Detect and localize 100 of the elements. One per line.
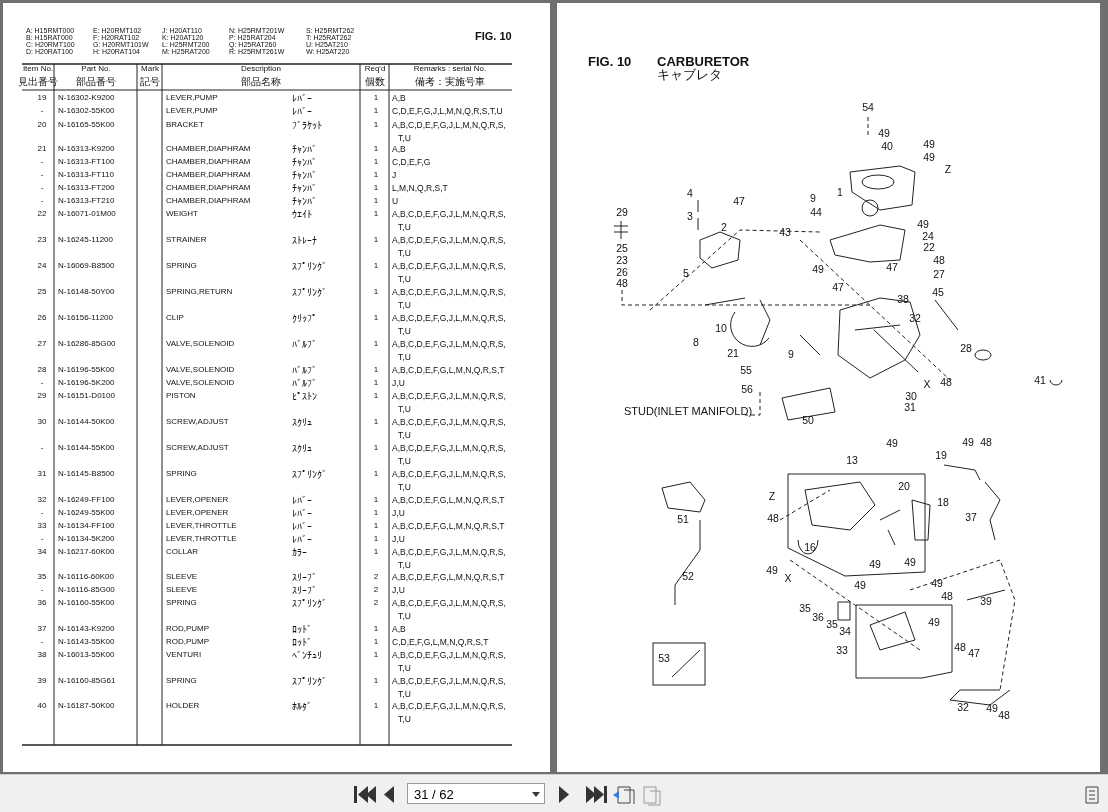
- callout-number: 49: [854, 580, 866, 592]
- part-name-japanese: ｽﾌﾟﾘﾝｸﾞ: [292, 598, 327, 609]
- quantity: 1: [373, 548, 379, 557]
- part-number: N-16156-11200: [58, 314, 113, 323]
- part-description: VALVE,SOLENOID: [166, 379, 235, 388]
- quantity: 1: [373, 379, 379, 388]
- item-number: -: [40, 197, 44, 206]
- callout-number: 55: [740, 365, 752, 377]
- quantity: 1: [373, 171, 379, 180]
- item-number: -: [40, 184, 44, 193]
- part-name-japanese: ﾚﾊﾞｰ: [292, 508, 312, 519]
- remarks: C,D,E,F,G: [392, 156, 432, 169]
- quantity: 1: [373, 262, 379, 271]
- remarks: J,U: [392, 507, 406, 520]
- column-header: 部品名称: [241, 76, 281, 87]
- part-name-japanese: ﾁｬﾝﾊﾞ: [292, 183, 317, 194]
- column-header: Req'd: [364, 65, 386, 74]
- part-description: ROD,PUMP: [166, 638, 210, 647]
- remarks: A,B,C,D,E,F,G,L,M,N,Q,R,S,T: [392, 520, 506, 533]
- item-number: 21: [37, 145, 47, 154]
- part-number: N-16134-5K200: [58, 535, 115, 544]
- callout-number: 32: [957, 702, 969, 714]
- callout-number: 49: [923, 152, 935, 164]
- callout-number: Z: [944, 164, 952, 176]
- callout-number: 21: [727, 348, 739, 360]
- part-name-japanese: ﾚﾊﾞｰ: [292, 534, 312, 545]
- callout-number: 43: [779, 227, 791, 239]
- item-number: 25: [37, 288, 47, 297]
- remarks: A,B,C,D,E,F,G,J,L,M,N,Q,R,S,T,U: [392, 390, 507, 415]
- part-number: N-16187-50K00: [58, 702, 115, 711]
- part-name-japanese: ﾊﾞﾙﾌﾞ: [292, 365, 317, 376]
- part-description: HOLDER: [166, 702, 200, 711]
- item-number: 27: [37, 340, 47, 349]
- callout-number: 30: [905, 391, 917, 403]
- quantity: 1: [373, 210, 379, 219]
- callout-number: 47: [832, 282, 844, 294]
- item-number: 31: [37, 470, 47, 479]
- remarks: A,B,C,D,E,F,G,J,L,M,N,Q,R,S,T,U: [392, 416, 507, 441]
- quantity: 1: [373, 535, 379, 544]
- item-number: 32: [37, 496, 47, 505]
- part-number: N-16313-FT200: [58, 184, 115, 193]
- part-description: BRACKET: [166, 121, 204, 130]
- callout-number: 44: [810, 207, 822, 219]
- part-number: N-16069-B8500: [58, 262, 115, 271]
- item-number: 28: [37, 366, 47, 375]
- part-name-japanese: ﾛｯﾄﾞ: [292, 624, 312, 635]
- callout-number: 16: [804, 542, 816, 554]
- part-description: SPRING: [166, 677, 197, 686]
- remarks: A,B,C,D,E,F,G,J,L,M,N,Q,R,S,T,U: [392, 442, 507, 467]
- part-name-japanese: ﾍﾞﾝﾁｭﾘ: [292, 650, 322, 661]
- remarks: J,U: [392, 533, 406, 546]
- figure-title: CARBURETOR: [657, 55, 750, 69]
- quantity: 1: [373, 638, 379, 647]
- column-header: Mark: [141, 65, 159, 74]
- part-description: CHAMBER,DIAPHRAM: [166, 197, 251, 206]
- part-name-japanese: ｽﾌﾟﾘﾝｸﾞ: [292, 676, 327, 687]
- remarks: A,B: [392, 623, 407, 636]
- callout-number: 47: [733, 196, 745, 208]
- item-number: -: [40, 379, 44, 388]
- callout-number: 47: [886, 262, 898, 274]
- part-name-japanese: ﾁｬﾝﾊﾞ: [292, 157, 317, 168]
- callout-number: 9: [788, 349, 794, 361]
- item-number: 36: [37, 599, 47, 608]
- column-header: Part No.: [81, 65, 111, 74]
- part-number: N-16143-K9200: [58, 625, 115, 634]
- part-name-japanese: ﾁｬﾝﾊﾞ: [292, 170, 317, 181]
- item-number: 20: [37, 121, 47, 130]
- remarks: A,B,C,D,E,F,G,J,L,M,N,Q,R,S,T,U: [392, 675, 507, 700]
- part-description: SCREW,ADJUST: [166, 418, 229, 427]
- part-description: SPRING,RETURN: [166, 288, 233, 297]
- callout-number: 41: [1034, 375, 1046, 387]
- part-name-japanese: ﾎﾙﾀﾞ: [292, 701, 312, 712]
- remarks: A,B,C,D,E,F,G,J,L,M,N,Q,R,S,T,U: [392, 649, 507, 674]
- callout-number: Z: [768, 491, 776, 503]
- item-number: -: [40, 535, 44, 544]
- callout-number: 49: [869, 559, 881, 571]
- item-number: -: [40, 158, 44, 167]
- callout-number: 49: [923, 139, 935, 151]
- item-number: 30: [37, 418, 47, 427]
- part-name-japanese: ｽﾌﾟﾘﾝｸﾞ: [292, 469, 327, 480]
- quantity: 1: [373, 702, 379, 711]
- part-description: LEVER,PUMP: [166, 94, 218, 103]
- callout-number: 23: [616, 255, 628, 267]
- callout-number: 49: [962, 437, 974, 449]
- callout-number: 36: [812, 612, 824, 624]
- part-number: N-16144-50K00: [58, 418, 115, 427]
- column-header: 見出番号: [18, 76, 58, 87]
- column-header: 備考：実施号車: [415, 76, 485, 87]
- part-description: SLEEVE: [166, 573, 198, 582]
- remarks: J,U: [392, 377, 406, 390]
- quantity: 1: [373, 197, 379, 206]
- callout-number: 39: [980, 596, 992, 608]
- callout-number: 35: [799, 603, 811, 615]
- remarks: C,D,E,F,G,J,L,M,N,Q,R,S,T,U: [392, 105, 504, 118]
- part-description: CLIP: [166, 314, 184, 323]
- column-header: Description: [241, 65, 281, 74]
- callout-number: 40: [881, 141, 893, 153]
- callout-number: 49: [986, 703, 998, 715]
- quantity: 1: [373, 677, 379, 686]
- part-name-japanese: ｽﾌﾟﾘﾝｸﾞ: [292, 287, 327, 298]
